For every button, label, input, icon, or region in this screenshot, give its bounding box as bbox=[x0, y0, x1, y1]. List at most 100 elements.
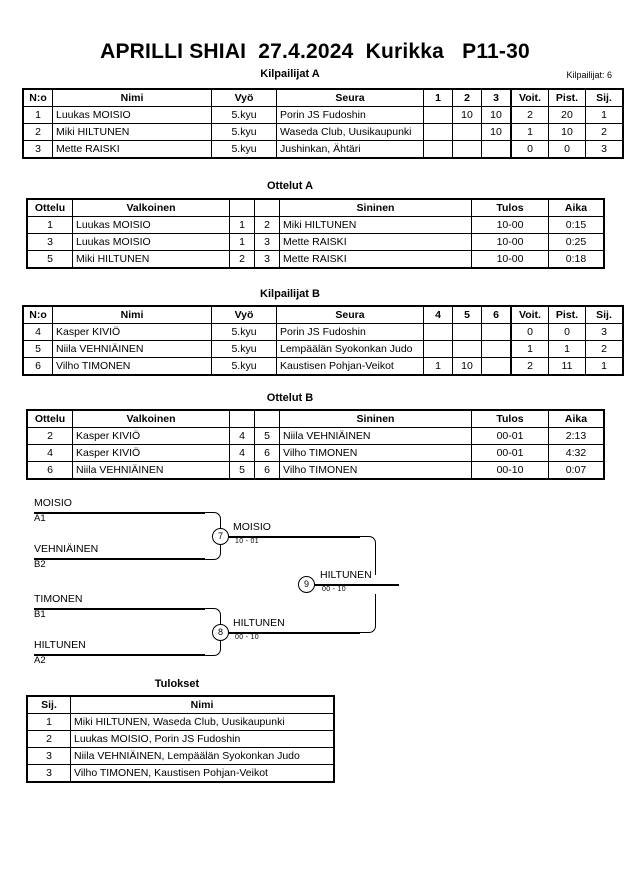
cell-no: 6 bbox=[22, 357, 53, 376]
bracket-line-final-out bbox=[313, 584, 399, 586]
matches-b-heading: Ottelut B bbox=[266, 392, 314, 404]
elimination-bracket: MOISIO A1 VEHNIÄINEN B2 7 MOISIO 10 - 01… bbox=[20, 495, 440, 675]
cell-club: Kaustisen Pohjan-Veikot bbox=[276, 357, 424, 376]
col-name: Nimi bbox=[70, 695, 335, 714]
cell-belt: 5.kyu bbox=[211, 106, 277, 124]
col-result: Tulos bbox=[471, 409, 549, 428]
table-header-row: Sij. Nimi bbox=[26, 695, 335, 714]
bracket-line-entrant-3 bbox=[34, 608, 205, 610]
cell-points: 1 bbox=[548, 340, 586, 358]
cell-rr-3 bbox=[481, 140, 512, 159]
col-result: Tulos bbox=[471, 198, 549, 217]
bracket-match-node-7: 7 bbox=[212, 528, 229, 545]
cell-match-no: 1 bbox=[26, 216, 73, 234]
bracket-corner-4 bbox=[205, 633, 221, 656]
cell-rr-2 bbox=[452, 323, 482, 341]
cell-club: Jushinkan, Ähtäri bbox=[276, 140, 424, 159]
bracket-line-sf1-out bbox=[227, 536, 360, 538]
col-match: Ottelu bbox=[26, 409, 73, 428]
cell-time: 4:32 bbox=[548, 444, 605, 462]
cell-points: 10 bbox=[548, 123, 586, 141]
bracket-entrant-name-3: TIMONEN bbox=[34, 593, 83, 605]
cell-rr-3 bbox=[481, 323, 512, 341]
cell-blue-num: 3 bbox=[254, 233, 280, 251]
bracket-entrant-name-4: HILTUNEN bbox=[34, 639, 86, 651]
cell-white: Kasper KIVIÖ bbox=[72, 427, 230, 445]
col-match: Ottelu bbox=[26, 198, 73, 217]
bracket-corner-3 bbox=[205, 608, 221, 631]
table-header-row: N:o Nimi Vyö Seura 1 2 3 Voit. Pist. Sij… bbox=[22, 88, 624, 107]
cell-name: Luukas MOISIO, Porin JS Fudoshin bbox=[70, 730, 335, 748]
cell-no: 3 bbox=[22, 140, 53, 159]
cell-rr-1 bbox=[423, 106, 453, 124]
cell-wins: 0 bbox=[510, 323, 549, 341]
cell-club: Lempäälän Syokonkan Judo bbox=[276, 340, 424, 358]
cell-blue: Vilho TIMONEN bbox=[279, 444, 472, 462]
bracket-entrant-name-2: VEHNIÄINEN bbox=[34, 543, 99, 555]
col-rr-6: 6 bbox=[481, 305, 512, 324]
cell-blue-num: 3 bbox=[254, 250, 280, 269]
cell-result: 10-00 bbox=[471, 216, 549, 234]
cell-club: Waseda Club, Uusikaupunki bbox=[276, 123, 424, 141]
cell-rank: 3 bbox=[585, 140, 624, 159]
cell-rank: 2 bbox=[585, 340, 624, 358]
cell-belt: 5.kyu bbox=[211, 340, 277, 358]
col-white-no bbox=[229, 409, 255, 428]
bracket-score-sf2: 00 - 10 bbox=[235, 634, 259, 641]
cell-rr-1 bbox=[423, 323, 453, 341]
cell-rr-3 bbox=[481, 340, 512, 358]
cell-rank: 2 bbox=[26, 730, 71, 748]
col-rr-4: 4 bbox=[423, 305, 453, 324]
col-rr-2: 2 bbox=[452, 88, 482, 107]
cell-time: 0:18 bbox=[548, 250, 605, 269]
col-blue: Sininen bbox=[279, 409, 472, 428]
col-rank: Sij. bbox=[585, 305, 624, 324]
cell-result: 10-00 bbox=[471, 250, 549, 269]
cell-no: 2 bbox=[22, 123, 53, 141]
pool-a-heading: Kilpailijat A bbox=[260, 68, 320, 80]
bracket-entrant-seed-3: B1 bbox=[34, 609, 46, 620]
bracket-line-entrant-1 bbox=[34, 512, 205, 514]
cell-rr-1 bbox=[423, 123, 453, 141]
cell-no: 4 bbox=[22, 323, 53, 341]
col-white-no bbox=[229, 198, 255, 217]
cell-blue-num: 6 bbox=[254, 461, 280, 480]
cell-white: Niila VEHNIÄINEN bbox=[72, 461, 230, 480]
competitor-count: Kilpailijat: 6 bbox=[566, 70, 612, 80]
col-blue: Sininen bbox=[279, 198, 472, 217]
col-white: Valkoinen bbox=[72, 198, 230, 217]
col-no: N:o bbox=[22, 305, 53, 324]
cell-white-num: 1 bbox=[229, 216, 255, 234]
col-blue-no bbox=[254, 409, 280, 428]
cell-wins: 1 bbox=[510, 123, 549, 141]
bracket-corner-2 bbox=[205, 537, 221, 560]
cell-match-no: 4 bbox=[26, 444, 73, 462]
cell-match-no: 5 bbox=[26, 250, 73, 269]
col-white: Valkoinen bbox=[72, 409, 230, 428]
cell-result: 00-10 bbox=[471, 461, 549, 480]
bracket-corner-1 bbox=[205, 512, 221, 535]
cell-wins: 1 bbox=[510, 340, 549, 358]
matches-a-heading: Ottelut A bbox=[266, 180, 314, 192]
cell-rank: 1 bbox=[585, 357, 624, 376]
col-time: Aika bbox=[548, 409, 605, 428]
cell-blue: Vilho TIMONEN bbox=[279, 461, 472, 480]
cell-name: Luukas MOISIO bbox=[52, 106, 212, 124]
pool-a-table: N:o Nimi Vyö Seura 1 2 3 Voit. Pist. Sij… bbox=[22, 88, 624, 159]
cell-rr-2 bbox=[452, 123, 482, 141]
cell-blue-num: 5 bbox=[254, 427, 280, 445]
cell-rank: 2 bbox=[585, 123, 624, 141]
table-header-row: Ottelu Valkoinen Sininen Tulos Aika bbox=[26, 198, 605, 217]
